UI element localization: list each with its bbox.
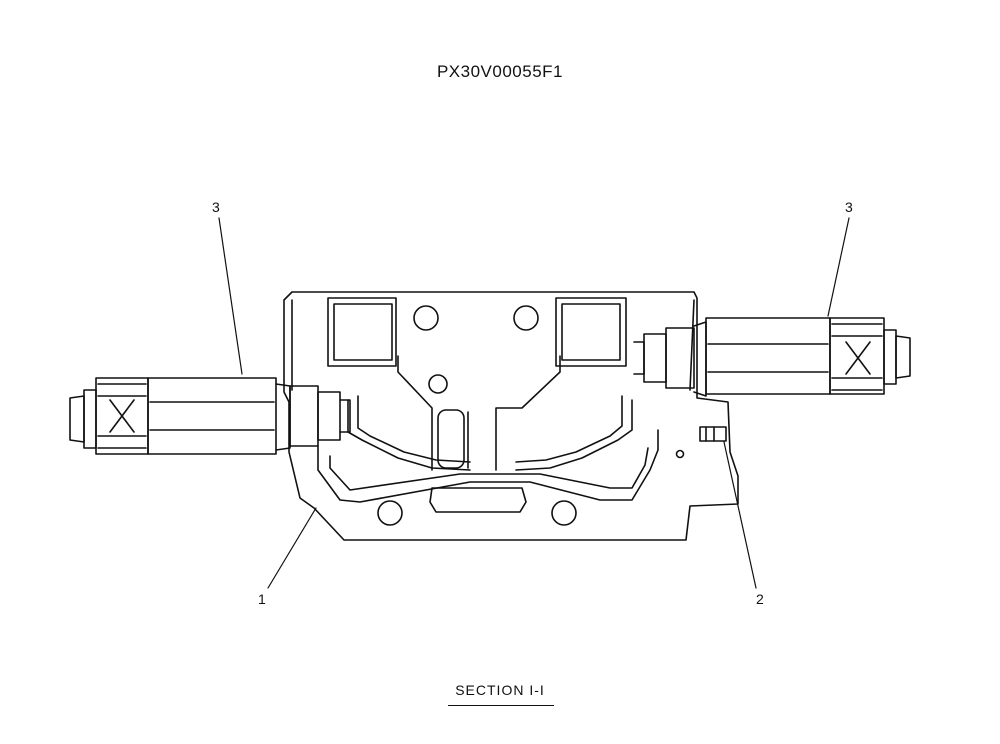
right-port — [556, 298, 626, 366]
valve-body — [284, 292, 738, 540]
bolt-hole — [429, 375, 447, 393]
leader-2 — [724, 442, 756, 588]
center-slot — [438, 410, 464, 468]
bolt-hole — [378, 501, 402, 525]
plug-fitting — [700, 427, 726, 441]
bolt-hole — [552, 501, 576, 525]
bottom-slot — [430, 488, 526, 512]
bolt-hole — [414, 306, 438, 330]
bolt-hole — [514, 306, 538, 330]
small-hole — [677, 451, 684, 458]
callout-3-left: 3 — [212, 199, 220, 215]
leader-lines — [219, 218, 849, 588]
leader-3-right — [828, 218, 849, 316]
right-relief-valve — [634, 318, 910, 396]
left-relief-valve — [70, 378, 350, 454]
callout-3-right: 3 — [845, 199, 853, 215]
callout-2: 2 — [756, 591, 764, 607]
section-label: SECTION I-I — [455, 682, 545, 698]
callout-1: 1 — [258, 591, 266, 607]
leader-3-left — [219, 218, 242, 374]
leader-1 — [268, 508, 316, 588]
section-underline — [448, 705, 554, 706]
drawing-code: PX30V00055F1 — [436, 62, 564, 81]
left-port — [328, 298, 396, 366]
